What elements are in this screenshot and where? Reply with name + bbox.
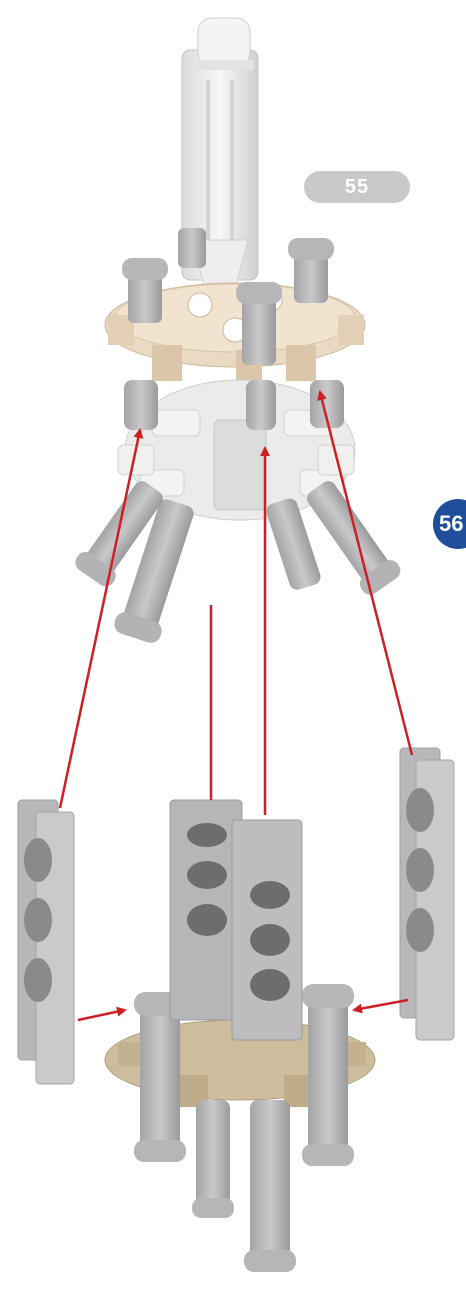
middle-ladder-panels <box>170 800 302 1040</box>
left-ladder-panel <box>18 800 74 1084</box>
previous-step-number: 55 <box>304 171 410 203</box>
bottom-assembly <box>18 748 454 1272</box>
top-assembly <box>72 18 404 645</box>
right-ladder-panel <box>400 748 454 1040</box>
arrow-left-to-peg <box>78 1010 125 1020</box>
